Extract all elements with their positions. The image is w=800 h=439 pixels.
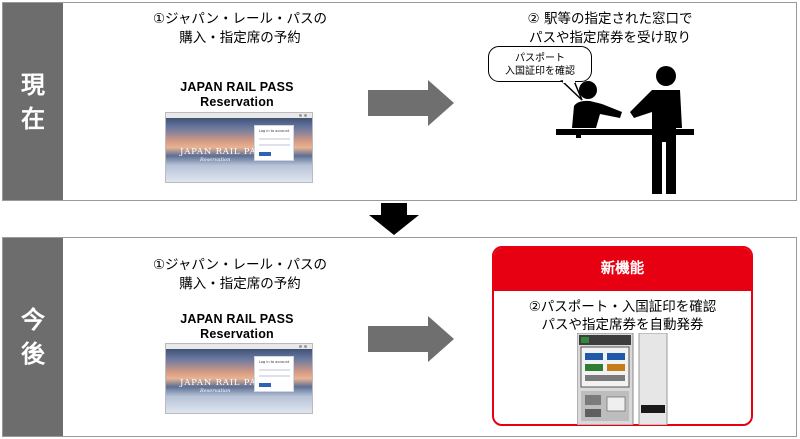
login-card: Log in to account	[254, 125, 294, 161]
current-label-char-1: 現	[21, 70, 45, 99]
password-field	[259, 144, 290, 146]
login-card: Log in to account	[254, 356, 294, 392]
password-field	[259, 375, 290, 377]
current-step1-line2: 購入・指定席の予約	[179, 30, 301, 46]
login-field	[259, 138, 290, 140]
future-step1-line2: 購入・指定席の予約	[179, 276, 301, 292]
future-site-title-line1: JAPAN RAIL PASS	[180, 312, 294, 326]
login-card-heading: Log in to account	[259, 360, 290, 364]
future-site-screenshot: JAPAN RAIL PASS Reservation Log in to ac…	[165, 343, 313, 414]
right-arrow-icon	[368, 80, 454, 126]
browser-bar	[166, 113, 312, 118]
current-label-char-2: 在	[21, 104, 45, 133]
speech-bubble-tail-icon	[560, 80, 583, 101]
right-arrow-icon	[368, 316, 454, 362]
site-logo-sub: Reservation	[200, 388, 231, 394]
site-logo-sub: Reservation	[200, 157, 231, 163]
current-site-title: JAPAN RAIL PASS Reservation	[162, 80, 312, 110]
current-site-title-line1: JAPAN RAIL PASS	[180, 80, 294, 94]
new-feature-label: 新機能	[494, 248, 751, 291]
future-label: 今 後	[3, 238, 63, 436]
ticket-counter-people-icon	[556, 66, 694, 194]
login-button	[259, 152, 271, 156]
speech-bubble-line1: パスポート	[515, 53, 565, 64]
current-step2-line1: ② 駅等の指定された窓口で	[527, 11, 693, 27]
future-site-title: JAPAN RAIL PASS Reservation	[162, 312, 312, 342]
current-site-screenshot: JAPAN RAIL PASS Reservation Log in to ac…	[165, 112, 313, 183]
future-site-title-line2: Reservation	[200, 327, 274, 341]
future-step2-line1: ②パスポート・入国証印を確認	[528, 299, 717, 315]
current-site-title-line2: Reservation	[200, 95, 274, 109]
future-step2-text: ②パスポート・入国証印を確認 パスや指定席券を自動発券	[494, 298, 751, 334]
future-step2-line2: パスや指定席券を自動発券	[541, 317, 704, 333]
login-button	[259, 383, 271, 387]
login-field	[259, 369, 290, 371]
future-label-char-2: 後	[21, 340, 45, 368]
speech-bubble-line2: 入国証印を確認	[505, 66, 575, 77]
future-label-char-1: 今	[21, 306, 45, 334]
future-step1-text: ①ジャパン・レール・パスの 購入・指定席の予約	[140, 256, 340, 294]
site-logo: JAPAN RAIL PASS	[180, 378, 270, 388]
current-label: 現 在	[3, 3, 63, 200]
site-logo: JAPAN RAIL PASS	[180, 147, 270, 157]
current-step1-line1: ①ジャパン・レール・パスの	[152, 11, 328, 27]
current-step2-text: ② 駅等の指定された窓口で パスや指定席券を受け取り	[500, 10, 720, 48]
future-step1-line1: ①ジャパン・レール・パスの	[152, 257, 328, 273]
current-step1-text: ①ジャパン・レール・パスの 購入・指定席の予約	[140, 10, 340, 48]
ticket-machine-icon	[577, 333, 668, 425]
current-step2-line2: パスや指定席券を受け取り	[529, 30, 691, 46]
down-arrow-icon	[369, 203, 419, 235]
login-card-heading: Log in to account	[259, 129, 290, 133]
browser-bar	[166, 344, 312, 349]
speech-bubble: パスポート 入国証印を確認	[488, 46, 592, 82]
